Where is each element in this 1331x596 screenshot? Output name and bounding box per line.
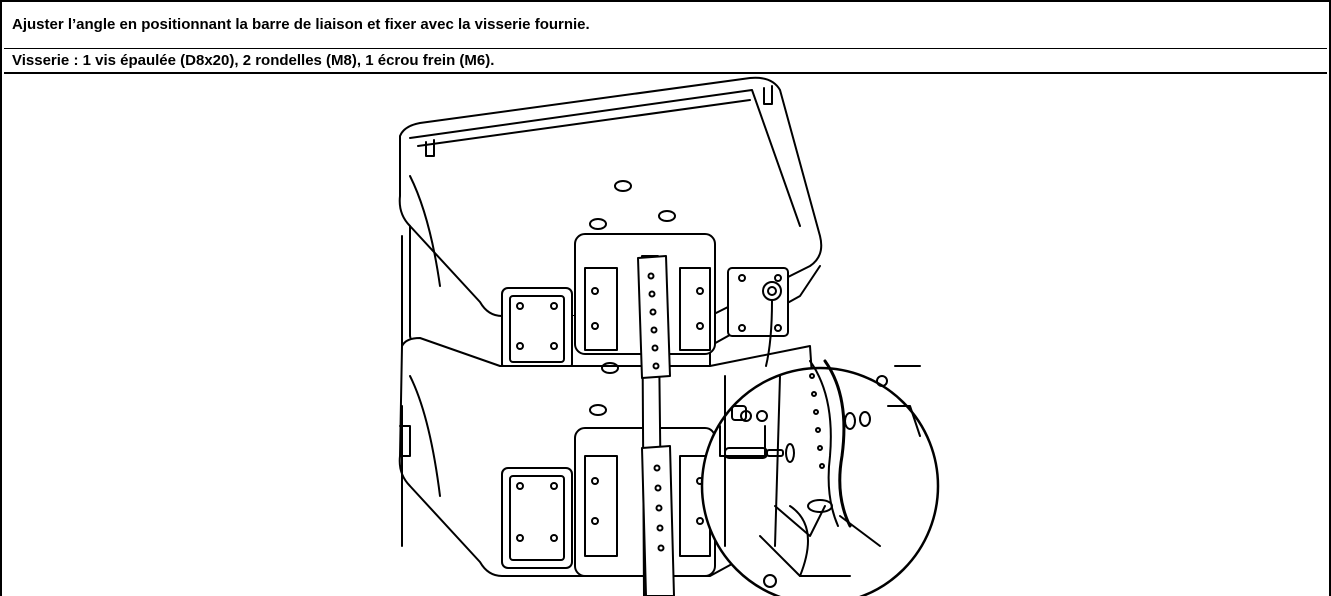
upper-speaker-cabinet: [398, 76, 823, 377]
connector-cable: [765, 300, 773, 367]
instruction-header: Ajuster l’angle en positionnant la barre…: [4, 4, 1327, 74]
lock-nut: [859, 411, 871, 427]
header-divider: [4, 48, 1327, 49]
speaker-assembly-illustration: [398, 76, 940, 596]
detail-view-magnifier: [700, 359, 940, 596]
instruction-line-hardware: Visserie : 1 vis épaulée (D8x20), 2 rond…: [12, 52, 495, 69]
washer: [785, 443, 795, 463]
washer-2: [844, 412, 856, 430]
instruction-line-adjust-angle: Ajuster l’angle en positionnant la barre…: [12, 16, 590, 33]
linking-bar: [637, 255, 675, 596]
